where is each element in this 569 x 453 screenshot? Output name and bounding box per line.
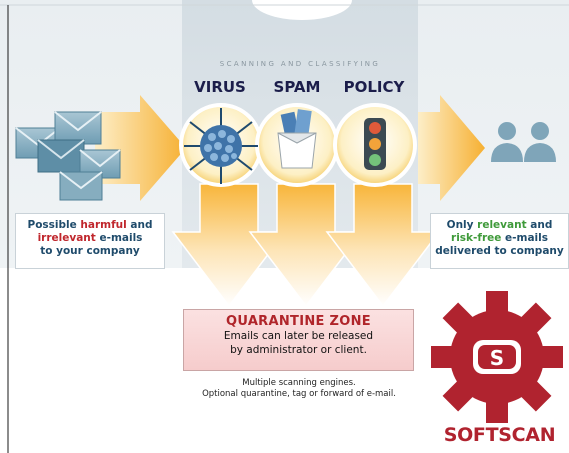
spam-label: SPAM <box>273 78 321 96</box>
left-line3: to your company <box>40 245 140 257</box>
right-line1-a: Only <box>446 219 478 231</box>
quarantine-arrows <box>171 183 441 308</box>
incoming-mail-description: Possible harmful and irrelevant e-mails … <box>15 213 165 269</box>
logo-letter: S <box>490 346 504 370</box>
outbound-arrow-icon <box>418 95 485 201</box>
left-line1-a: Possible <box>27 219 81 231</box>
quarantine-title: QUARANTINE ZONE <box>226 314 371 329</box>
scanning-title: SCANNING AND CLASSIFYING <box>219 60 381 68</box>
left-line2-highlight: irrelevant <box>37 232 96 244</box>
delivered-mail-description: Only relevant and risk-free e-mails deli… <box>430 213 569 269</box>
recipients-icon <box>491 122 556 162</box>
left-line1-highlight: harmful <box>80 219 127 231</box>
right-line2-highlight: risk-free <box>451 232 502 244</box>
virus-icon <box>184 108 258 184</box>
traffic-light-icon <box>364 118 386 170</box>
brand-name: SOFTSCAN <box>443 424 556 446</box>
scanning-notes: Multiple scanning engines. Optional quar… <box>176 378 422 400</box>
spam-box-icon <box>277 109 317 169</box>
top-circle-decoration <box>252 0 352 20</box>
right-line2-b: e-mails <box>501 232 548 244</box>
right-line1-highlight: relevant <box>477 219 527 231</box>
policy-label: POLICY <box>343 78 405 96</box>
notes-line1: Multiple scanning engines. <box>242 378 356 388</box>
notes-line2: Optional quarantine, tag or forward of e… <box>202 389 396 399</box>
quarantine-zone: QUARANTINE ZONE Emails can later be rele… <box>183 309 414 371</box>
virus-label: VIRUS <box>194 78 246 96</box>
softscan-logo: S <box>431 291 563 423</box>
inbound-arrow-icon <box>95 95 186 201</box>
quarantine-line2: by administrator or client. <box>230 344 367 356</box>
left-line1-b: and <box>126 219 153 231</box>
right-line1-b: and <box>526 219 553 231</box>
quarantine-line1: Emails can later be released <box>223 330 374 342</box>
left-line2-b: e-mails <box>95 232 143 244</box>
right-line3: delivered to company <box>435 245 564 257</box>
envelope-stack-icon <box>15 111 121 201</box>
